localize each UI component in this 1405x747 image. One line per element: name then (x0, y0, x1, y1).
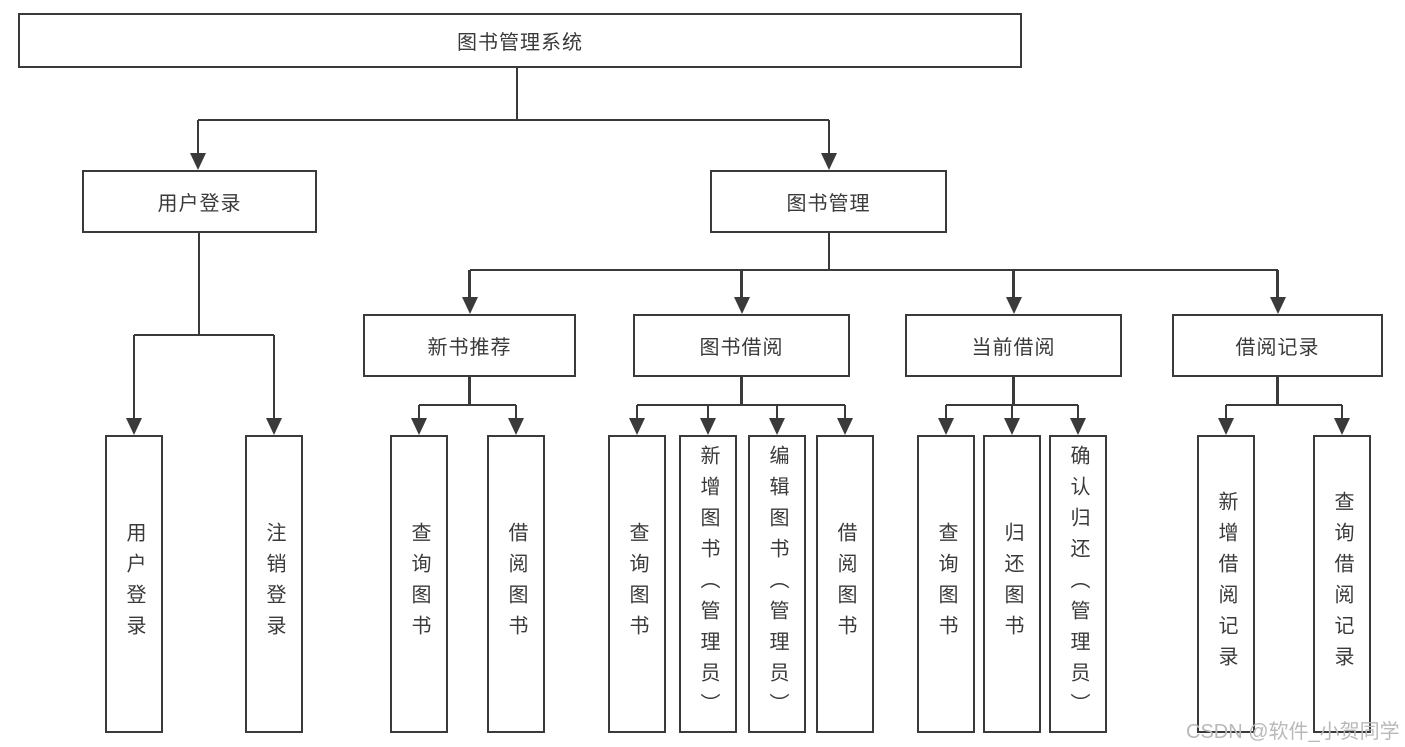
arrowhead-icon (461, 297, 478, 314)
arrowhead-icon (1334, 418, 1350, 435)
connector-line (706, 405, 710, 418)
leaf-add-borrow-record-label: 新增借阅记录 (1215, 491, 1237, 677)
leaf-borrow-books-label: 借阅图书 (834, 522, 856, 646)
connector-line (197, 233, 201, 335)
connector-line (417, 405, 421, 418)
leaf-query-books-current: 查询图书 (917, 435, 975, 733)
leaf-borrow-books: 借阅图书 (816, 435, 874, 733)
node-borrow-records: 借阅记录 (1172, 314, 1383, 377)
connector-line (132, 335, 136, 418)
node-current-borrow: 当前借阅 (905, 314, 1122, 377)
connector-line (468, 377, 471, 405)
arrowhead-icon (190, 153, 206, 170)
arrowhead-icon (508, 418, 524, 435)
connector-line (514, 405, 518, 418)
leaf-logout: 注销登录 (245, 435, 303, 733)
arrowhead-icon (733, 297, 750, 314)
leaf-confirm-return-admin: 确认归还（管理员） (1049, 435, 1107, 733)
leaf-borrow-books-recommend: 借阅图书 (487, 435, 545, 733)
leaf-user-login-label: 用户登录 (123, 522, 145, 646)
leaf-add-books-admin-label: 新增图书（管理员） (697, 444, 719, 724)
connector-line (468, 270, 471, 298)
connector-line (740, 270, 743, 298)
connector-line (944, 405, 948, 418)
connector-line (827, 120, 831, 154)
arrowhead-icon (629, 418, 645, 435)
connector-line (196, 120, 200, 154)
connector-line (1340, 405, 1344, 418)
connector-line (635, 405, 639, 418)
arrowhead-icon (411, 418, 427, 435)
leaf-query-books-recommend: 查询图书 (390, 435, 448, 733)
connector-line (1276, 270, 1279, 298)
connector-line (775, 405, 779, 418)
connector-line (1012, 270, 1015, 298)
leaf-edit-books-admin: 编辑图书（管理员） (748, 435, 806, 733)
leaf-confirm-return-admin-label: 确认归还（管理员） (1067, 444, 1089, 724)
leaf-add-books-admin: 新增图书（管理员） (679, 435, 737, 733)
leaf-query-borrow-record-label: 查询借阅记录 (1331, 491, 1353, 677)
connector-line (827, 233, 831, 270)
node-user-login-module: 用户登录 (82, 170, 317, 233)
node-new-book-recommend: 新书推荐 (363, 314, 576, 377)
csdn-watermark: CSDN @软件_小贺同学 (1186, 721, 1400, 743)
connector-line (740, 377, 743, 405)
connector-line (1276, 377, 1279, 405)
connector-line (1010, 405, 1014, 418)
connector-line (134, 333, 274, 337)
connector-line (1226, 403, 1342, 407)
connector-line (469, 268, 1278, 272)
leaf-query-books-borrow: 查询图书 (608, 435, 666, 733)
arrowhead-icon (938, 418, 954, 435)
leaf-query-books-recommend-label: 查询图书 (408, 522, 430, 646)
arrowhead-icon (1070, 418, 1086, 435)
leaf-borrow-books-recommend-label: 借阅图书 (505, 522, 527, 646)
leaf-return-books: 归还图书 (983, 435, 1041, 733)
connector-line (419, 403, 516, 407)
arrowhead-icon (700, 418, 716, 435)
node-root-system: 图书管理系统 (18, 13, 1022, 68)
leaf-return-books-label: 归还图书 (1001, 522, 1023, 646)
arrowhead-icon (266, 418, 282, 435)
connector-line (1224, 405, 1228, 418)
leaf-logout-label: 注销登录 (263, 522, 285, 646)
connector-line (272, 335, 276, 418)
leaf-user-login: 用户登录 (105, 435, 163, 733)
arrowhead-icon (1004, 418, 1020, 435)
connector-line (1012, 377, 1015, 405)
connector-line (637, 403, 845, 407)
arrowhead-icon (1005, 297, 1022, 314)
connector-line (1076, 405, 1080, 418)
leaf-add-borrow-record: 新增借阅记录 (1197, 435, 1255, 733)
node-book-borrow: 图书借阅 (633, 314, 850, 377)
arrowhead-icon (837, 418, 853, 435)
leaf-edit-books-admin-label: 编辑图书（管理员） (766, 444, 788, 724)
connector-line (843, 405, 847, 418)
node-book-management: 图书管理 (710, 170, 947, 233)
arrowhead-icon (1218, 418, 1234, 435)
leaf-query-books-current-label: 查询图书 (935, 522, 957, 646)
connector-line (515, 68, 519, 120)
leaf-query-books-borrow-label: 查询图书 (626, 522, 648, 646)
arrowhead-icon (821, 153, 837, 170)
connector-line (198, 118, 829, 122)
arrowhead-icon (1269, 297, 1286, 314)
arrowhead-icon (769, 418, 785, 435)
leaf-query-borrow-record: 查询借阅记录 (1313, 435, 1371, 733)
arrowhead-icon (126, 418, 142, 435)
